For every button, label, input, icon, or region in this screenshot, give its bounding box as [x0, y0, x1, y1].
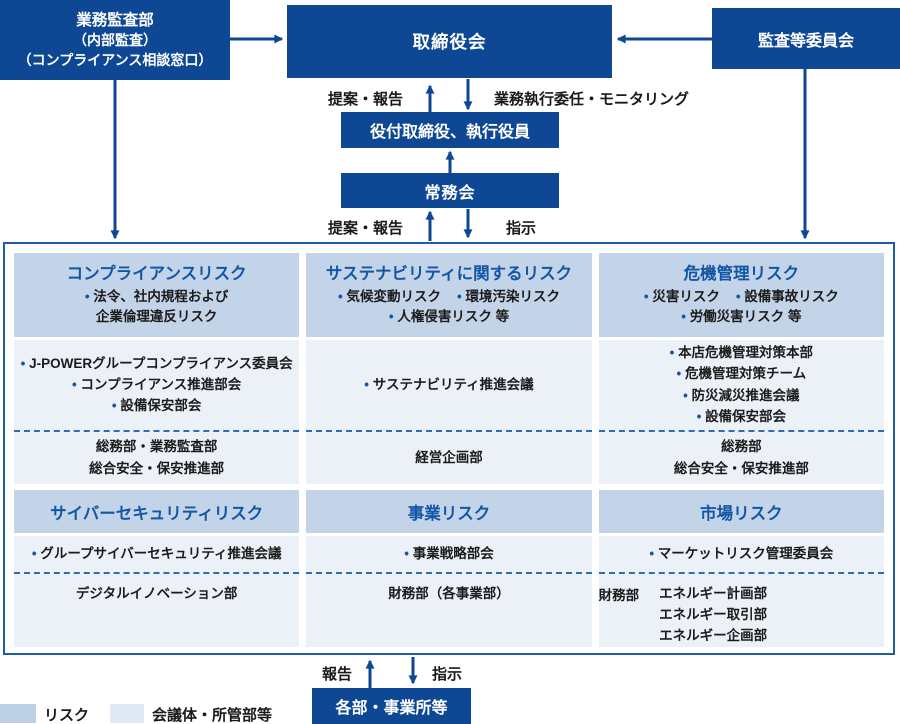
department-item: デジタルイノベーション部: [75, 586, 238, 601]
committee-item: サステナビリティ推進会議: [306, 376, 591, 394]
committee-list: グループサイバーセキュリティ推進会議: [14, 536, 299, 572]
legend-org-swatch: [110, 704, 144, 723]
department-sublist: エネルギー計画部 エネルギー取引部 エネルギー企画部: [659, 584, 767, 647]
label-proposal-report-top: 提案・報告: [328, 91, 404, 108]
audit-department-sub2: （コンプライアンス相談窓口）: [17, 51, 213, 68]
risk-item: 環境汚染リスク: [457, 289, 560, 304]
legend-risk-label: リスク: [44, 707, 90, 724]
department-list: 財務部 エネルギー計画部 エネルギー取引部 エネルギー企画部: [598, 572, 884, 647]
legend-risk-swatch: [0, 704, 36, 723]
senior-executives-box: 役付取締役、執行役員: [341, 112, 559, 148]
risk-card-market-header: 市場リスク: [598, 490, 884, 533]
risk-item: 企業倫理違反リスク: [95, 309, 218, 325]
audit-department-box: 業務監査部 （内部監査） （コンプライアンス相談窓口）: [0, 0, 230, 80]
risk-column-1: コンプライアンスリスク 法令、社内規程および 企業倫理違反リスク J-POWER…: [14, 253, 300, 647]
committee-list: J-POWERグループコンプライアンス委員会 コンプライアンス推進部会 設備保安…: [14, 340, 299, 430]
label-proposal-report-mid: 提案・報告: [328, 220, 404, 237]
risk-card-sustainability-body: サステナビリティ推進会議 経営企画部: [306, 340, 592, 484]
label-report-bottom: 報告: [322, 666, 353, 683]
risk-column-2: サステナビリティに関するリスク 気候変動リスク 環境汚染リスク 人権侵害リスク 等…: [306, 253, 592, 647]
departments-offices-box: 各部・事業所等: [312, 688, 471, 724]
committee-item: マーケットリスク管理委員会: [599, 545, 884, 563]
risk-card-compliance-body: J-POWERグループコンプライアンス委員会 コンプライアンス推進部会 設備保安…: [14, 340, 300, 484]
risk-management-container: コンプライアンスリスク 法令、社内規程および 企業倫理違反リスク J-POWER…: [3, 242, 895, 655]
risk-card-crisis-header: 危機管理リスク 災害リスク 設備事故リスク 労働災害リスク 等: [598, 253, 884, 337]
department-group-label: 財務部: [598, 588, 640, 603]
department-item: 総務部: [721, 438, 762, 454]
risk-grid: コンプライアンスリスク 法令、社内規程および 企業倫理違反リスク J-POWER…: [14, 253, 884, 647]
audit-department-title: 業務監査部: [76, 11, 154, 29]
risk-card-business-body: 事業戦略部会 財務部（各事業部）: [306, 536, 592, 647]
department-list: 財務部（各事業部）: [306, 572, 592, 647]
label-delegation-monitoring: 業務執行委任・モニタリング: [494, 91, 690, 108]
committee-item: グループサイバーセキュリティ推進会議: [14, 545, 299, 563]
board-of-directors-box: 取締役会: [287, 5, 612, 78]
committee-list: サステナビリティ推進会議: [306, 340, 591, 430]
risk-item: 設備事故リスク: [736, 289, 839, 304]
label-instruction-mid: 指示: [506, 220, 537, 237]
committee-list: 本店危機管理対策本部 危機管理対策チーム 防災減災推進会議 設備保安部会: [599, 340, 884, 430]
department-item: 総合安全・保安推進部: [89, 461, 225, 476]
committee-item: 設備保安部会: [14, 397, 299, 415]
risk-title-cyber: サイバーセキュリティリスク: [50, 504, 264, 523]
risk-title-market: 市場リスク: [700, 504, 783, 523]
risk-column-3: 危機管理リスク 災害リスク 設備事故リスク 労働災害リスク 等 本店危機管理対策本…: [598, 253, 884, 647]
risk-item: 法令、社内規程および: [85, 289, 228, 304]
legend-org-label: 会議体・所管部等: [152, 707, 273, 724]
department-item: 総務部・業務監査部: [95, 438, 218, 454]
risk-card-market-body: マーケットリスク管理委員会 財務部 エネルギー計画部 エネルギー取引部 エネルギ…: [598, 536, 884, 647]
risk-item: 気候変動リスク: [338, 289, 441, 304]
committee-item: 防災減災推進会議: [599, 387, 884, 405]
department-item: 財務部（各事業部）: [388, 586, 510, 601]
department-item: エネルギー取引部: [659, 606, 768, 622]
committee-list: 事業戦略部会: [306, 536, 591, 572]
risk-item: 人権侵害リスク 等: [389, 309, 509, 324]
risk-card-crisis-body: 本店危機管理対策本部 危機管理対策チーム 防災減災推進会議 設備保安部会 総務部…: [598, 340, 884, 484]
department-list: 総務部 総合安全・保安推進部: [598, 430, 884, 484]
risk-title-sustainability: サステナビリティに関するリスク: [325, 265, 573, 283]
executive-committee-box: 常務会: [341, 173, 559, 208]
department-list: デジタルイノベーション部: [14, 572, 300, 647]
department-item: 経営企画部: [415, 449, 483, 465]
audit-committee-box: 監査等委員会: [712, 8, 900, 69]
risk-card-compliance-header: コンプライアンスリスク 法令、社内規程および 企業倫理違反リスク: [14, 253, 300, 337]
risk-title-compliance: コンプライアンスリスク: [66, 265, 247, 283]
risk-card-sustainability-header: サステナビリティに関するリスク 気候変動リスク 環境汚染リスク 人権侵害リスク 等: [306, 253, 592, 337]
risk-card-cyber-header: サイバーセキュリティリスク: [14, 490, 300, 533]
department-item: 総合安全・保安推進部: [673, 461, 809, 476]
department-item: エネルギー企画部: [659, 627, 768, 643]
committee-item: 事業戦略部会: [306, 545, 591, 563]
department-item: エネルギー計画部: [659, 586, 768, 601]
audit-department-sub1: （内部監査）: [73, 32, 157, 49]
department-list: 経営企画部: [306, 430, 592, 484]
risk-card-business-header: 事業リスク: [306, 490, 592, 533]
department-list: 総務部・業務監査部 総合安全・保安推進部: [14, 430, 300, 484]
committee-item: コンプライアンス推進部会: [14, 376, 299, 394]
committee-item: 設備保安部会: [599, 408, 884, 426]
committee-item: J-POWERグループコンプライアンス委員会: [14, 355, 299, 373]
committee-item: 本店危機管理対策本部: [599, 344, 884, 362]
risk-item: 災害リスク: [644, 289, 720, 304]
committee-item: 危機管理対策チーム: [599, 365, 884, 383]
label-instruction-bottom: 指示: [432, 666, 463, 683]
committee-list: マーケットリスク管理委員会: [599, 536, 884, 572]
risk-card-cyber-body: グループサイバーセキュリティ推進会議 デジタルイノベーション部: [14, 536, 300, 647]
risk-item: 労働災害リスク 等: [681, 309, 801, 324]
risk-title-business: 事業リスク: [407, 504, 491, 523]
risk-title-crisis: 危機管理リスク: [683, 265, 800, 283]
